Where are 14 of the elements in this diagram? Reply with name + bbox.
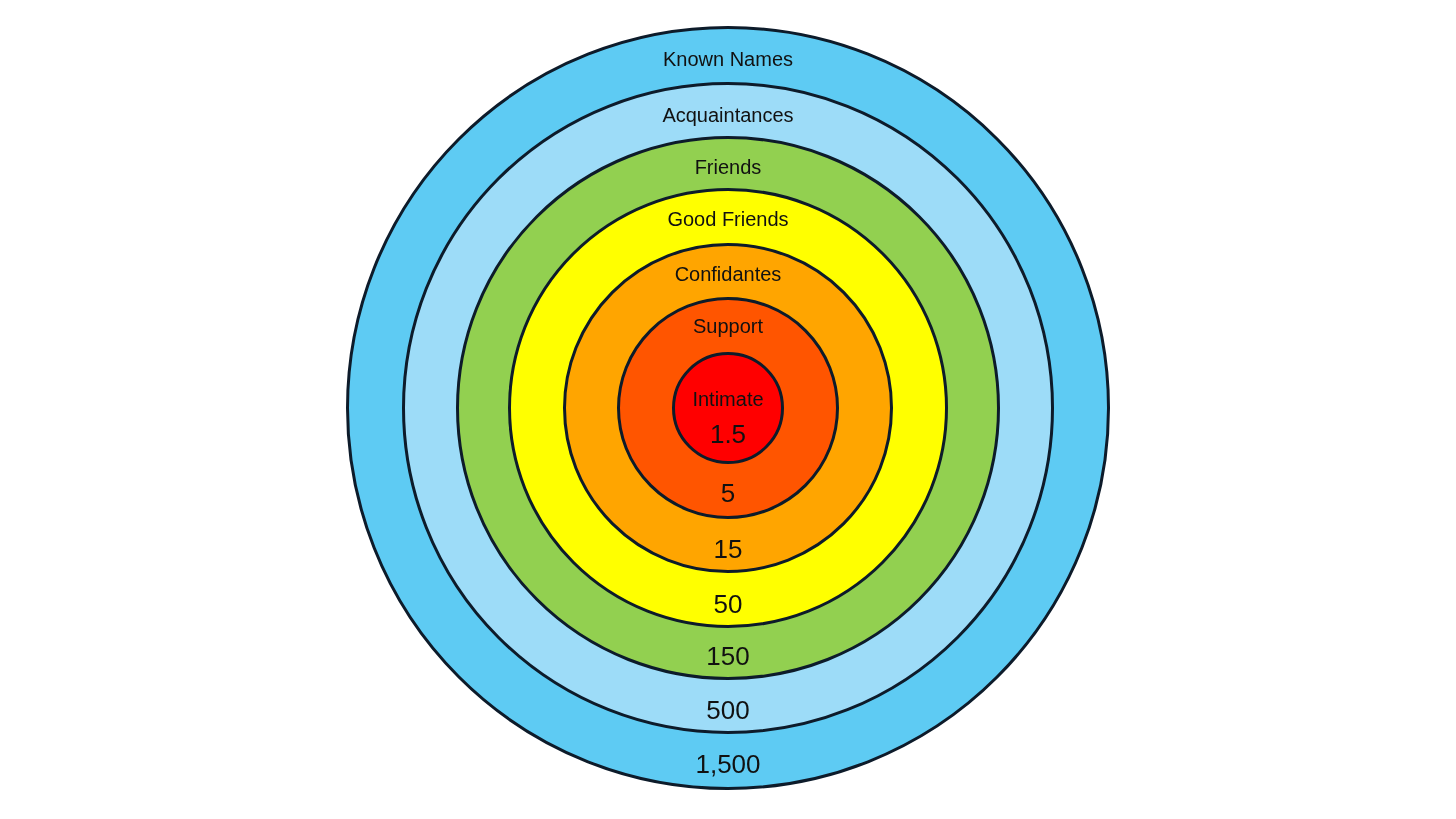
ring-label: Acquaintances	[662, 105, 794, 125]
ring-label: Support	[692, 316, 764, 336]
ring-count: 15	[713, 536, 743, 562]
ring-count: 5	[720, 480, 736, 506]
ring-count: 500	[706, 697, 750, 723]
ring-count: 50	[713, 591, 743, 617]
ring-label: Good Friends	[667, 209, 789, 229]
ring-count: 1,500	[695, 751, 761, 777]
ring-label: Known Names	[662, 49, 794, 69]
ring-count: 1.5	[709, 421, 747, 447]
ring-label: Intimate	[692, 389, 764, 409]
ring-count: 150	[706, 643, 750, 669]
ring-label: Friends	[694, 157, 762, 177]
ring-label: Confidantes	[674, 264, 782, 284]
